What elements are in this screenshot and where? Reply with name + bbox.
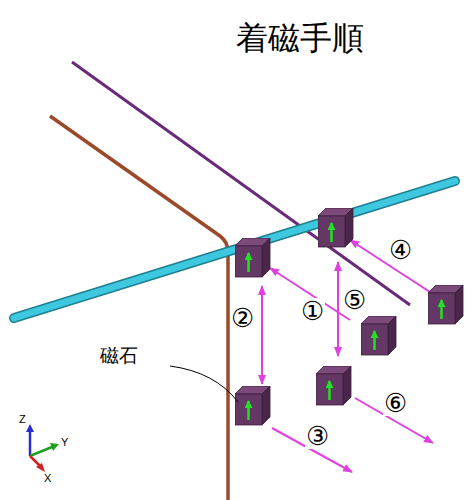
axis-triad [26,424,59,472]
callout-number: ④ [388,237,413,263]
axis-label: Y [61,437,68,448]
part-label: 磁石 [100,346,138,365]
leader-line [170,366,238,402]
brown-wire [50,116,228,500]
callout-number: ③ [305,423,330,449]
callout-number: ⑥ [383,390,408,416]
movement-arrows [262,240,433,472]
cyan-tube [14,181,455,318]
callout-number: ① [300,298,325,324]
axis-label: X [44,473,51,484]
diagram-title: 着磁手順 [236,22,364,54]
magnet-cubes [235,208,463,425]
axis-label: Z [19,414,26,425]
callout-number: ② [230,305,255,331]
callout-number: ⑤ [342,287,367,313]
purple-wire [72,62,410,305]
